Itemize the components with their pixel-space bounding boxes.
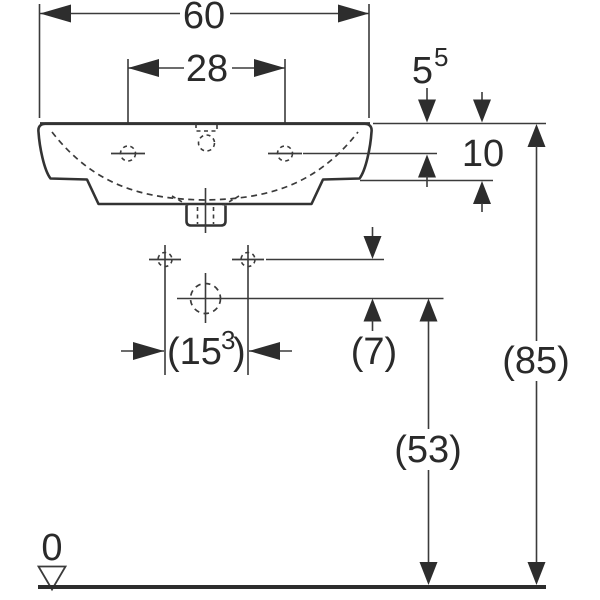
label-tap-spacing: 28 [186,48,228,90]
label-fixing-spacing-sup: 3 [221,325,235,355]
label-tap-depth: 5 [412,50,433,92]
dimension-apron-height: 10 [462,92,504,212]
label-fixing-spacing: (15 [167,331,222,373]
arrow-down-icon [527,562,546,585]
label-total-width: 60 [183,0,225,37]
overflow-slot-hidden [195,124,218,132]
dimension-tap-depth: 5 5 [412,42,448,187]
dimension-drain-level: (53) [394,298,462,585]
fixing-hole-right [232,245,264,375]
bowl-drain-slope-right [221,195,240,207]
label-datum-zero: 0 [41,527,62,569]
arrow-right-icon [133,342,164,360]
overflow-hole-hidden [197,134,216,152]
arrow-down-icon [473,99,491,123]
datum-triangle-icon [36,565,68,592]
arrow-left-icon [40,4,71,23]
label-rim-level: (85) [502,340,570,382]
dimension-rim-level: (85) [502,124,570,585]
arrow-up-icon [363,298,382,322]
label-drain-level: (53) [394,429,462,471]
dimension-tap-spacing: 28 [127,48,286,170]
arrow-up-icon [418,154,436,178]
arrow-down-icon [418,99,436,123]
arrow-down-icon [363,236,382,259]
arrow-up-icon [473,181,491,204]
arrow-right-icon [254,59,285,77]
basin-outer-profile [37,122,373,206]
arrow-up-icon [527,124,546,147]
tap-hole-right [268,145,302,162]
washbasin-front-view [37,122,373,233]
label-fixing-to-drain: (7) [351,331,397,373]
bowl-drain-slope-left [171,195,190,207]
label-apron-height: 10 [462,133,504,175]
dimension-fixing-spacing: (15 3 ) [121,325,292,373]
drain-connection [177,273,444,323]
tap-hole-left [111,145,145,162]
basin-bowl-hidden-edge [51,131,359,201]
dimension-fixing-to-drain: (7) [351,227,397,373]
fixing-hole-left [149,245,181,375]
arrow-left-icon [128,59,159,77]
label-fixing-spacing-close: ) [233,331,246,373]
arrow-up-icon [419,298,438,322]
dimension-total-width: 60 [38,0,370,118]
arrow-left-icon [249,342,280,360]
arrow-right-icon [338,4,369,23]
floor-datum: 0 [36,527,546,592]
label-tap-depth-sup: 5 [434,42,448,72]
arrow-down-icon [419,562,438,585]
